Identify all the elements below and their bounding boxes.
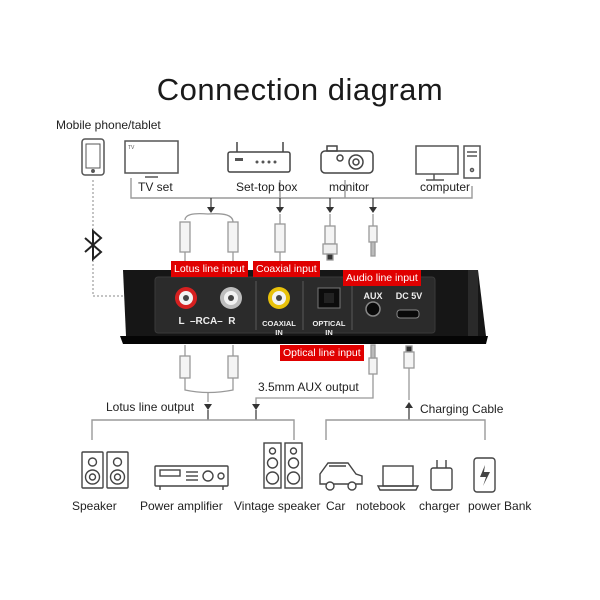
aux-input-cable [368, 214, 378, 257]
charging-cable [403, 345, 415, 400]
bluetooth-icon [84, 228, 103, 262]
svg-text:TV: TV [128, 145, 135, 151]
coaxial-port-label: COAXIAL IN [262, 319, 296, 337]
tv-set-label: TV set [138, 180, 173, 194]
mobile-phone-icon [81, 138, 105, 176]
power-bank-icon [473, 457, 496, 493]
set-top-box-label: Set-top box [236, 180, 298, 194]
charger-icon [430, 460, 453, 491]
bluetooth-receiver-device [120, 270, 488, 344]
power-amplifier-label: Power amplifier [140, 499, 223, 513]
tv-icon: TV [124, 140, 179, 178]
power-bank-label: power Bank [468, 499, 532, 513]
coaxial-input-cable [274, 214, 286, 262]
output-bracket-right [325, 419, 486, 440]
rca-port-label: L –RCA– R [178, 316, 236, 327]
notebook-label: notebook [356, 499, 406, 513]
speaker-icon [81, 451, 129, 489]
vintage-speaker-label: Vintage speaker [234, 499, 321, 513]
output-bracket-left [91, 419, 295, 440]
monitor-label: monitor [329, 180, 370, 194]
speaker-label: Speaker [72, 499, 117, 513]
amplifier-icon [154, 465, 229, 490]
audio-line-input-tag: Audio line input [343, 270, 421, 286]
vintage-speaker-icon [263, 442, 303, 489]
bluetooth-link [92, 180, 125, 297]
diagram-title: Connection diagram [156, 72, 444, 107]
set-top-box-icon [227, 142, 291, 173]
output-arrows [204, 402, 413, 420]
optical-port-label: OPTICAL IN [312, 319, 346, 337]
optical-input-cable [322, 214, 338, 261]
rca-right-port [220, 287, 242, 309]
dc-port [396, 309, 420, 319]
aux-port-label: AUX [363, 291, 383, 301]
source-bracket [130, 178, 473, 199]
optical-port [317, 287, 341, 309]
aux-output-cable [255, 344, 378, 404]
dc-port-label: DC 5V [395, 291, 423, 301]
computer-label: computer [420, 180, 471, 194]
coaxial-input-tag: Coaxial input [253, 261, 320, 277]
mobile-phone-label: Mobile phone/tablet [56, 118, 161, 132]
rca-left-port [175, 287, 197, 309]
input-arrows [207, 198, 377, 213]
computer-icon [415, 145, 481, 181]
charger-label: charger [419, 499, 460, 513]
optical-line-input-tag: Optical line input [280, 345, 364, 361]
rca-output-cables [179, 345, 239, 402]
rca-input-cables [179, 212, 239, 262]
projector-icon [320, 145, 374, 174]
aux-output-label: 3.5mm AUX output [258, 380, 359, 394]
charging-cable-label: Charging Cable [420, 402, 504, 416]
car-label: Car [326, 499, 346, 513]
lotus-line-input-tag: Lotus line input [171, 261, 248, 277]
aux-port [365, 301, 381, 317]
coaxial-port [268, 287, 290, 309]
notebook-icon [376, 465, 420, 491]
car-icon [319, 462, 363, 491]
lotus-line-output-label: Lotus line output [106, 400, 195, 414]
